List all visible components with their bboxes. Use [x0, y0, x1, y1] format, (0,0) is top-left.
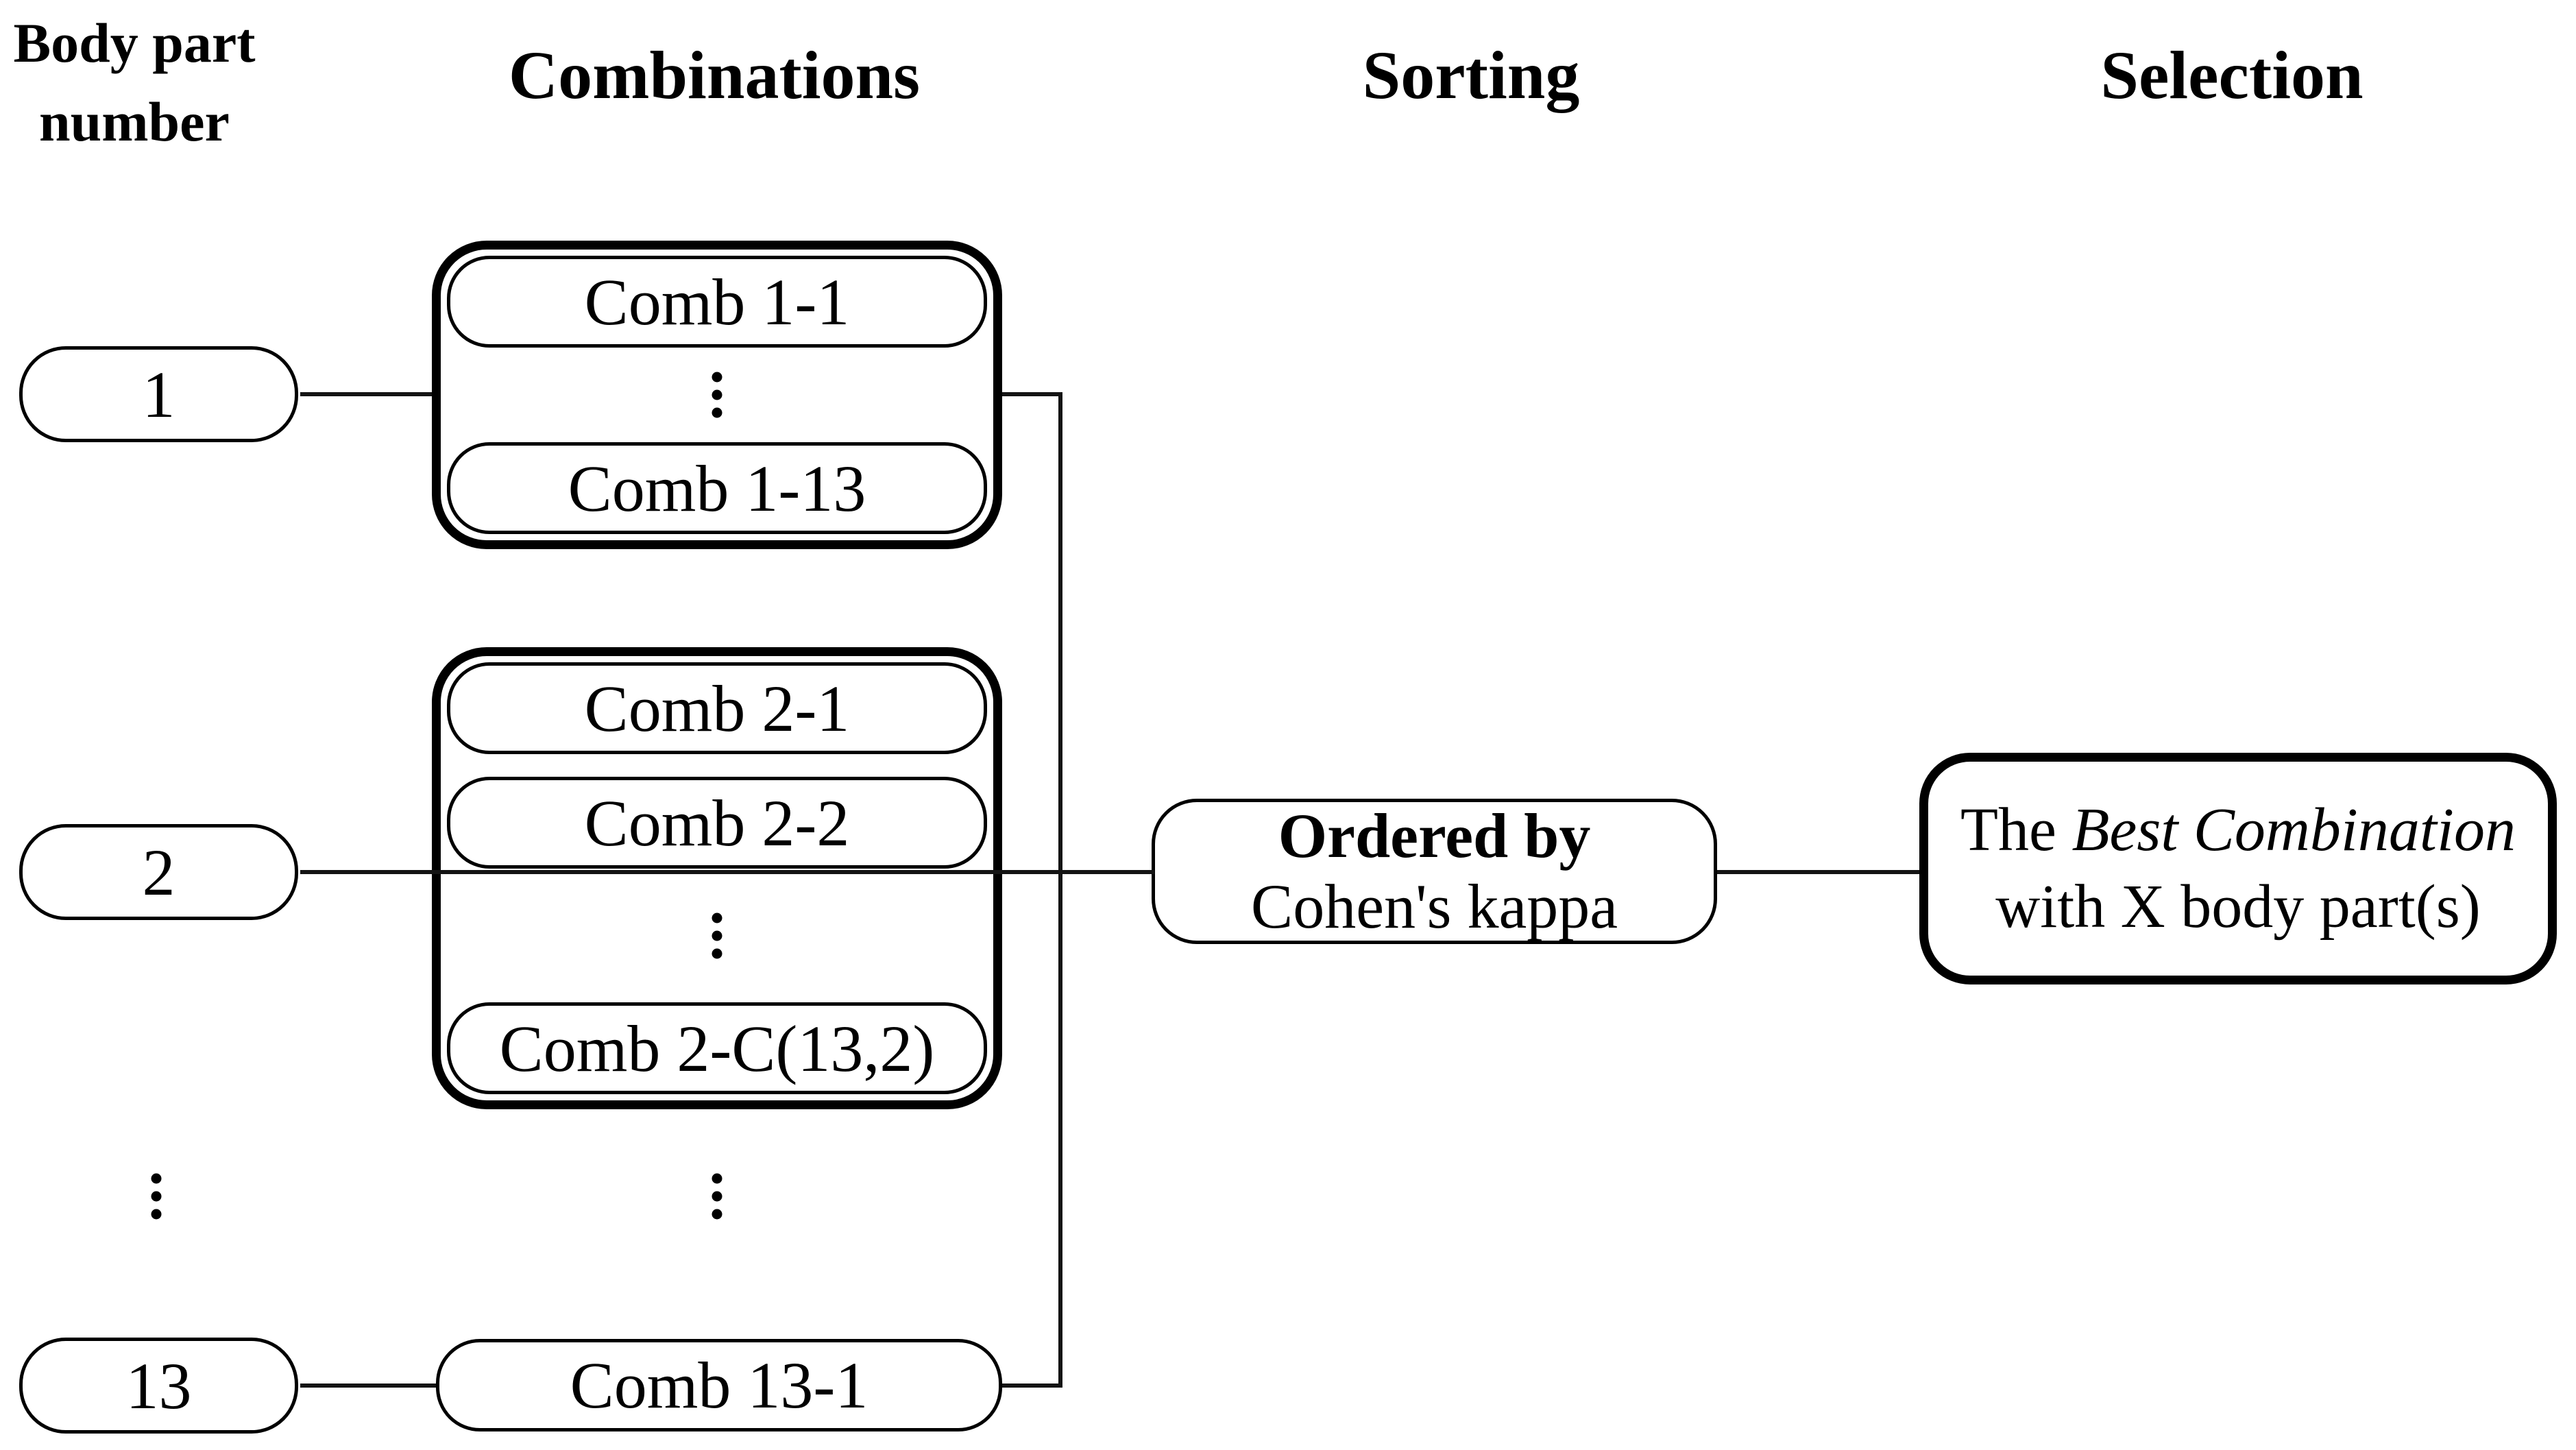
connector-merge-vertical: [1058, 392, 1062, 1388]
connector-node2-to-sorting: [300, 870, 1154, 874]
sorting-box-line1: Ordered by: [1278, 800, 1591, 871]
column-header-body-part-number-line1: Body part: [13, 12, 256, 74]
ellipsis-dot: [712, 1191, 722, 1202]
ellipsis-dot: [712, 930, 722, 941]
comb-box-2-1: Comb 2-1: [447, 662, 987, 754]
column-header-combinations: Combinations: [508, 37, 921, 113]
selection-box-line1-italic: Best Combination: [2071, 796, 2516, 865]
comb-box-1-13: Comb 1-13: [447, 442, 987, 534]
column-header-selection: Selection: [2100, 37, 2364, 113]
selection-box-line2: with X body part(s): [1995, 873, 2481, 941]
comb-box-2-c132: Comb 2-C(13,2): [447, 1002, 987, 1094]
comb-box-1-1: Comb 1-1: [447, 256, 987, 348]
ellipsis-dot: [712, 372, 722, 383]
ellipsis-dot: [712, 1209, 722, 1220]
column-header-body-part-number-line2: number: [39, 90, 230, 153]
comb-box-13-1: Comb 13-1: [436, 1339, 1002, 1431]
ellipsis-dot: [151, 1191, 162, 1202]
ellipsis-dot: [151, 1173, 162, 1184]
column-header-sorting: Sorting: [1362, 37, 1580, 113]
sorting-box: Ordered by Cohen's kappa: [1152, 799, 1717, 944]
sorting-box-line2: Cohen's kappa: [1250, 871, 1618, 941]
ellipsis-dot: [151, 1209, 162, 1220]
ellipsis-dot: [712, 1173, 722, 1184]
selection-box: The Best Combination with X body part(s): [1919, 753, 2557, 984]
ellipsis-dot: [712, 389, 722, 400]
vertical-ellipsis-icon: [712, 913, 722, 959]
body-part-node-1: 1: [19, 346, 298, 442]
vertical-ellipsis-icon: [712, 372, 722, 418]
ellipsis-dot: [712, 913, 722, 923]
ellipsis-dot: [712, 407, 722, 418]
comb-box-2-2: Comb 2-2: [447, 777, 987, 869]
column-header-body-part-number: Body part number: [13, 4, 255, 162]
body-part-node-2: 2: [19, 824, 298, 920]
ellipsis-dot: [712, 948, 722, 959]
selection-box-line1-regular: The: [1960, 796, 2072, 865]
vertical-ellipsis-icon: [151, 1173, 162, 1220]
vertical-ellipsis-icon: [712, 1173, 722, 1220]
connector-sorting-to-selection: [1716, 870, 1921, 874]
body-part-node-13: 13: [19, 1338, 298, 1434]
selection-box-line1: The Best Combination: [1960, 792, 2516, 869]
